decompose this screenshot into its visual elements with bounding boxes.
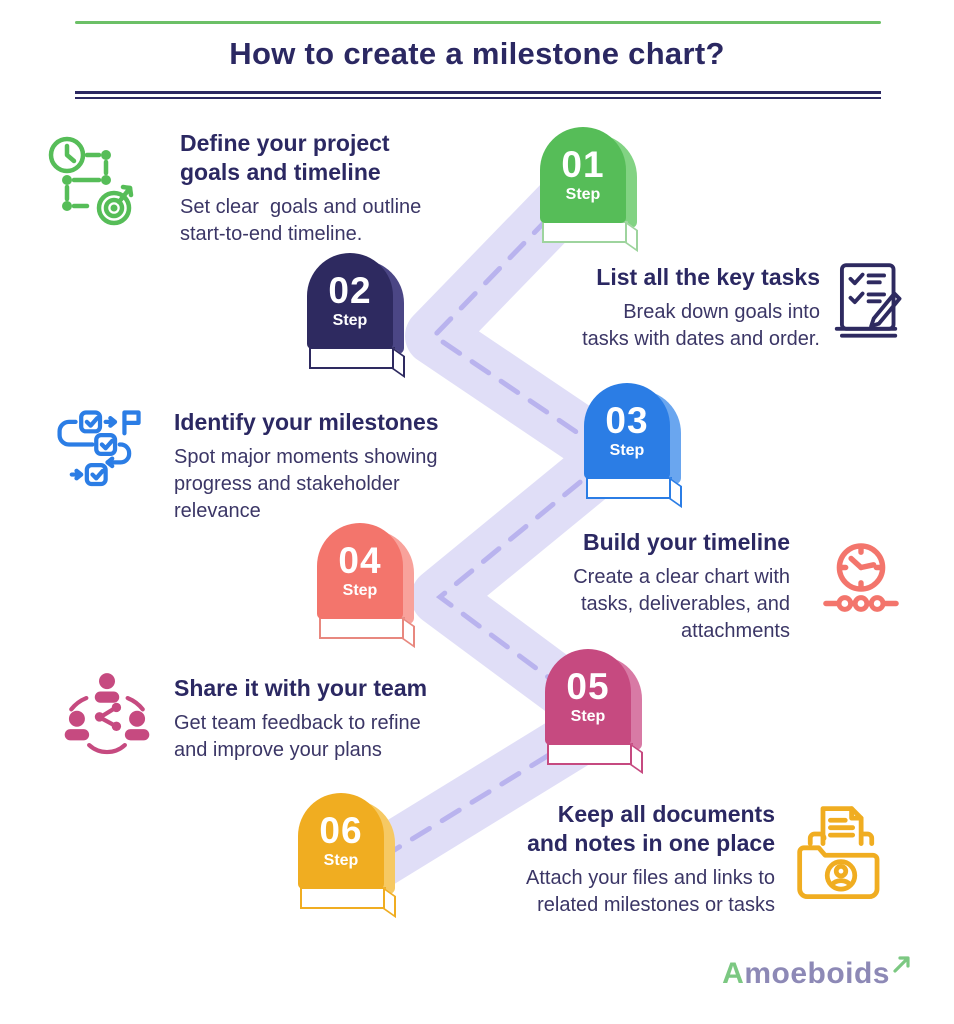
step-4-title: Build your timeline <box>510 528 790 557</box>
badge-body: 04 Step <box>317 523 403 619</box>
step-body-line: Attach your files and links to <box>525 866 775 889</box>
brand-logo: Amoeboids <box>722 956 912 992</box>
checklist-pen-icon <box>823 257 909 349</box>
step-5-title: Share it with your team <box>174 674 484 703</box>
clock-dots-timeline-icon <box>816 536 906 626</box>
step-1-text: Define your project goals and timeline S… <box>180 129 490 248</box>
step-body-line: tasks, deliverables, and <box>580 592 790 615</box>
step-3-text: Identify your milestones Spot major mome… <box>174 408 484 524</box>
badge-body: 02 Step <box>307 253 393 349</box>
header-navy-rule-thick <box>75 91 881 94</box>
step-body-line: and improve your plans <box>174 738 382 761</box>
step-number: 05 <box>566 666 610 707</box>
milestone-badge-03: 03 Step <box>584 383 684 501</box>
step-title-line: Identify your milestones <box>174 409 439 435</box>
badge-base <box>300 887 386 909</box>
step-title-line: Share it with your team <box>174 675 428 701</box>
step-body-line: Break down goals into <box>623 300 820 323</box>
step-number: 01 <box>561 144 605 185</box>
step-title-line: and notes in one place <box>527 829 775 856</box>
milestone-badge-05: 05 Step <box>545 649 645 767</box>
step-3-body: Spot major moments showing progress and … <box>174 444 484 524</box>
step-body-line: attachments <box>681 619 790 642</box>
milestone-badge-06: 06 Step <box>298 793 398 911</box>
badge-body: 05 Step <box>545 649 631 745</box>
page-title: How to create a milestone chart? <box>229 36 725 71</box>
badge-base <box>586 477 672 499</box>
step-4-body: Create a clear chart with tasks, deliver… <box>510 564 790 644</box>
badge-base <box>542 221 628 243</box>
step-label: Step <box>609 442 645 459</box>
milestone-badge-02: 02 Step <box>307 253 407 371</box>
team-share-icon <box>60 668 154 762</box>
step-body-line: start-to-end timeline. <box>180 222 363 245</box>
step-title-line: List all the key tasks <box>596 264 820 290</box>
step-title-line: Keep all documents <box>557 801 775 827</box>
step-title-line: Build your timeline <box>582 529 790 555</box>
step-body-line: Spot major moments showing <box>174 445 438 468</box>
brand-logo-arrow-icon <box>893 956 910 973</box>
badge-base <box>547 743 633 765</box>
step-label: Step <box>332 312 368 329</box>
clock-timeline-target-icon <box>43 130 143 230</box>
step-label: Step <box>570 708 606 725</box>
step-body-line: Get team feedback to refine <box>174 711 421 734</box>
badge-base <box>319 617 405 639</box>
step-1-title: Define your project goals and timeline <box>180 129 490 187</box>
badge-body: 03 Step <box>584 383 670 479</box>
milestone-badge-01: 01 Step <box>540 127 640 245</box>
step-3-title: Identify your milestones <box>174 408 484 437</box>
step-title-line: goals and timeline <box>180 158 381 185</box>
step-body-line: Create a clear chart with <box>573 565 790 588</box>
step-body-line: relevance <box>174 499 261 522</box>
step-body-line: progress and stakeholder <box>174 472 400 495</box>
step-number: 02 <box>328 270 372 311</box>
badge-body: 06 Step <box>298 793 384 889</box>
step-1-body: Set clear goals and outline start-to-end… <box>180 194 490 248</box>
step-2-body: Break down goals into tasks with dates a… <box>515 299 820 353</box>
step-label: Step <box>323 852 359 869</box>
header-navy-rule-thin <box>75 97 881 99</box>
step-body-line: tasks with dates and order. <box>582 327 820 350</box>
step-number: 06 <box>319 810 363 851</box>
step-4-text: Build your timeline Create a clear chart… <box>510 528 790 644</box>
step-6-body: Attach your files and links to related m… <box>465 865 775 919</box>
badge-base <box>309 347 395 369</box>
step-body-line: related milestones or tasks <box>537 893 775 916</box>
step-5-text: Share it with your team Get team feedbac… <box>174 674 484 764</box>
step-2-text: List all the key tasks Break down goals … <box>515 263 820 353</box>
step-number: 04 <box>338 540 382 581</box>
step-2-title: List all the key tasks <box>515 263 820 292</box>
badge-body: 01 Step <box>540 127 626 223</box>
brand-logo-first-letter: A <box>722 957 745 990</box>
step-6-title: Keep all documents and notes in one plac… <box>465 800 775 858</box>
flowchart-flag-icon <box>53 405 147 499</box>
step-5-body: Get team feedback to refine and improve … <box>174 710 484 764</box>
step-label: Step <box>342 582 378 599</box>
milestone-badge-04: 04 Step <box>317 523 417 641</box>
step-number: 03 <box>605 400 649 441</box>
brand-logo-text: Amoeboids <box>722 956 890 992</box>
folder-documents-icon <box>788 798 894 904</box>
step-label: Step <box>565 186 601 203</box>
step-6-text: Keep all documents and notes in one plac… <box>465 800 775 919</box>
brand-logo-rest: moeboids <box>744 957 890 990</box>
step-title-line: Define your project <box>180 130 390 156</box>
header-green-rule <box>75 21 881 24</box>
step-body-line: Set clear goals and outline <box>180 195 422 218</box>
